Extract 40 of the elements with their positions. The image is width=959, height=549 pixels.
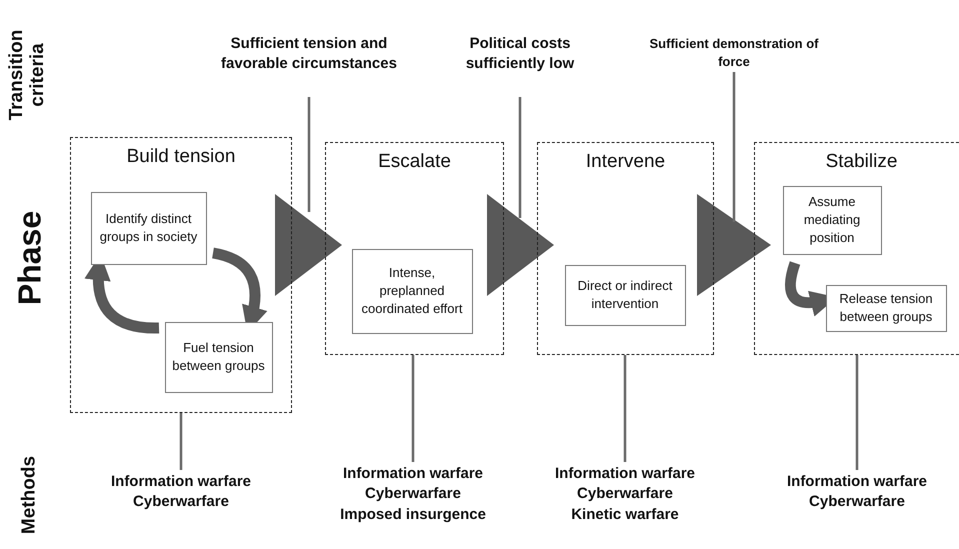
method-text: Kinetic warfare: [571, 504, 679, 524]
leader-line: [624, 355, 626, 462]
phase-title: Stabilize: [824, 151, 898, 173]
step-box: Direct or indirect intervention: [564, 264, 686, 326]
leader-line: [308, 97, 310, 212]
step-box: Intense, preplanned coordinated effort: [352, 248, 472, 334]
method-text: Cyberwarfare: [577, 484, 673, 504]
row-label: Phase: [12, 210, 48, 308]
method-text: Imposed insurgence: [340, 504, 486, 524]
phase-title: Escalate: [377, 151, 452, 173]
method-text: Information warfare: [110, 472, 252, 492]
phase-title: Intervene: [584, 151, 666, 173]
step-box: Release tension between groups: [826, 284, 946, 332]
leader-line: [180, 413, 182, 470]
method-text: Information warfare: [342, 464, 484, 484]
method-text: Information warfare: [786, 472, 928, 492]
criterion-text: Sufficient tension and favorable circumstances: [220, 34, 398, 74]
phase-box: [754, 142, 959, 355]
leader-line: [518, 97, 522, 218]
phase-box: [537, 142, 714, 355]
method-text: Cyberwarfare: [809, 492, 905, 512]
transition-arrow: [487, 194, 554, 296]
step-box: Fuel tension between groups: [164, 322, 272, 392]
phase-title: Build tension: [126, 146, 236, 168]
step-box: Identify distinct groups in society: [90, 192, 206, 264]
transition-arrow: [697, 194, 771, 296]
row-label: Methods: [20, 454, 40, 536]
phase-box: [70, 137, 292, 413]
leader-line: [732, 72, 736, 222]
transition-arrow: [275, 194, 342, 296]
leader-line: [856, 355, 858, 470]
step-box: Assume mediating position: [782, 186, 882, 254]
phase-box: [325, 142, 504, 355]
leader-line: [412, 355, 414, 462]
method-text: Information warfare: [554, 464, 696, 484]
criterion-text: Sufficient demonstration of force: [648, 35, 820, 72]
row-label: Transition criteria: [7, 28, 49, 122]
method-text: Cyberwarfare: [133, 492, 229, 512]
criterion-text: Political costs sufficiently low: [464, 34, 576, 74]
method-text: Cyberwarfare: [365, 484, 461, 504]
